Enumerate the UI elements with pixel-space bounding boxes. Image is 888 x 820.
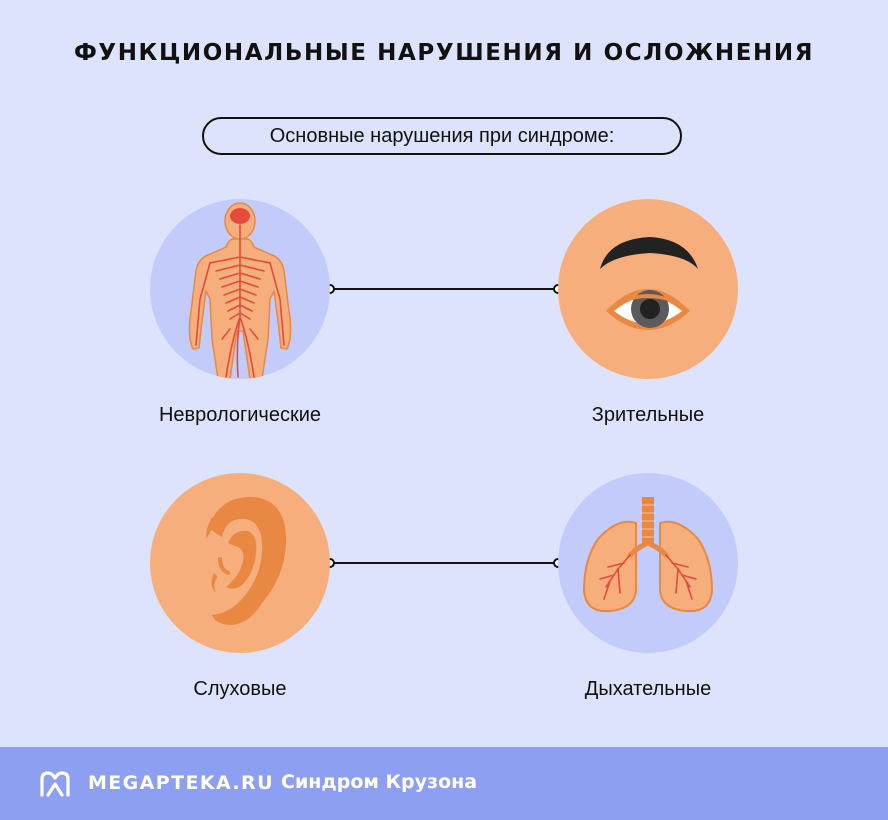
label-hearing: Слуховые <box>193 678 287 700</box>
nervous-system-circle <box>150 199 330 379</box>
connector-line-bottom <box>330 562 558 564</box>
lungs-circle <box>558 473 738 653</box>
subtitle-pill: Основные нарушения при синдроме: <box>202 117 682 155</box>
nervous-system-icon <box>188 202 292 379</box>
eye-icon <box>600 237 698 330</box>
lungs-icon <box>582 497 714 613</box>
footer-brand[interactable]: MEGAPTEKA.RU <box>88 772 274 794</box>
connector-line-top <box>330 288 558 290</box>
eye-circle <box>558 199 738 379</box>
label-visual: Зрительные <box>591 404 705 426</box>
subtitle-text: Основные нарушения при синдроме: <box>269 124 615 147</box>
label-neurological: Неврологические <box>158 404 322 426</box>
footer-article-title: Синдром Крузона <box>281 771 478 793</box>
label-respiratory: Дыхательные <box>584 678 712 700</box>
ear-circle <box>150 473 330 653</box>
footer-bar <box>0 747 888 820</box>
ear-icon <box>206 496 287 625</box>
page-title: ФУНКЦИОНАЛЬНЫЕ НАРУШЕНИЯ И ОСЛОЖНЕНИЯ <box>73 40 815 66</box>
megapteka-logo-icon <box>40 771 70 797</box>
